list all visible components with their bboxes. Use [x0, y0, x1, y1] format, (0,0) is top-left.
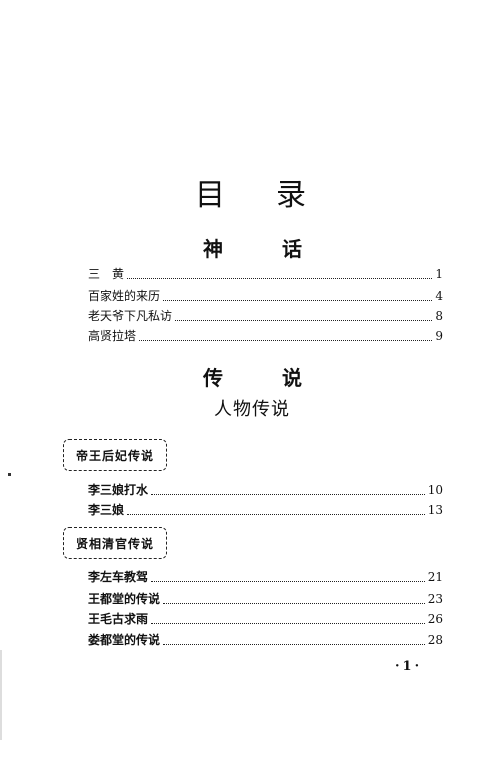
- group-label-officials: 贤相清官传说: [63, 527, 167, 559]
- scan-mark: [8, 473, 11, 476]
- section-heading-legends-char-1: 传: [203, 366, 223, 390]
- toc-leader-dots: [175, 310, 433, 321]
- toc-entry-page: 26: [427, 612, 443, 626]
- toc-leader-dots: [151, 571, 425, 582]
- toc-leader-dots: [163, 290, 433, 301]
- toc-leader-dots: [151, 484, 425, 495]
- toc-entry-title: 百家姓的来历: [88, 289, 161, 303]
- toc-leader-dots: [163, 634, 425, 645]
- toc-leader-dots: [127, 268, 433, 279]
- scan-edge-shadow: [0, 650, 2, 740]
- section-heading-legends-char-2: 说: [282, 366, 302, 390]
- toc-entry-title: 三 黄: [88, 267, 125, 281]
- toc-entry[interactable]: 老天爷下凡私访 8: [88, 307, 443, 325]
- toc-entry-title: 高贤拉塔: [88, 329, 137, 343]
- page-title-char-1: 目: [195, 178, 227, 213]
- toc-entry-page: 28: [427, 633, 443, 647]
- toc-entry[interactable]: 李三娘 13: [88, 501, 443, 519]
- toc-entry[interactable]: 王毛古求雨 26: [88, 610, 443, 628]
- toc-entry-title: 娄都堂的传说: [88, 633, 161, 647]
- toc-entry-page: 9: [435, 329, 443, 343]
- toc-entry-title: 李三娘: [88, 503, 125, 517]
- toc-entry-page: 23: [427, 592, 443, 606]
- toc-entry-page: 8: [435, 309, 443, 323]
- page-number: ·1·: [395, 659, 423, 674]
- section-heading-myths-char-1: 神: [203, 237, 223, 261]
- toc-entry[interactable]: 李三娘打水 10: [88, 481, 443, 499]
- toc-entry[interactable]: 高贤拉塔 9: [88, 327, 443, 345]
- page-title-char-2: 录: [276, 178, 308, 213]
- toc-entry-title: 李左车教驾: [88, 570, 149, 584]
- toc-entry-title: 王毛古求雨: [88, 612, 149, 626]
- toc-entry[interactable]: 李左车教驾 21: [88, 568, 443, 586]
- subsection-heading: 人物传说: [214, 399, 290, 420]
- toc-entry[interactable]: 百家姓的来历 4: [88, 287, 443, 305]
- toc-entry[interactable]: 三 黄 1: [88, 265, 443, 283]
- toc-leader-dots: [163, 593, 425, 604]
- group-label-emperors: 帝王后妃传说: [63, 439, 167, 471]
- toc-entry[interactable]: 娄都堂的传说 28: [88, 631, 443, 649]
- toc-leader-dots: [139, 330, 433, 341]
- toc-entry-page: 10: [427, 483, 443, 497]
- toc-entry-title: 李三娘打水: [88, 483, 149, 497]
- toc-entry-page: 1: [435, 267, 443, 281]
- toc-entry-title: 老天爷下凡私访: [88, 309, 173, 323]
- section-heading-myths-char-2: 话: [282, 237, 302, 261]
- toc-leader-dots: [127, 504, 425, 515]
- toc-leader-dots: [151, 613, 425, 624]
- toc-entry-title: 王都堂的传说: [88, 592, 161, 606]
- toc-entry-page: 21: [427, 570, 443, 584]
- toc-entry-page: 13: [427, 503, 443, 517]
- toc-entry-page: 4: [435, 289, 443, 303]
- toc-entry[interactable]: 王都堂的传说 23: [88, 590, 443, 608]
